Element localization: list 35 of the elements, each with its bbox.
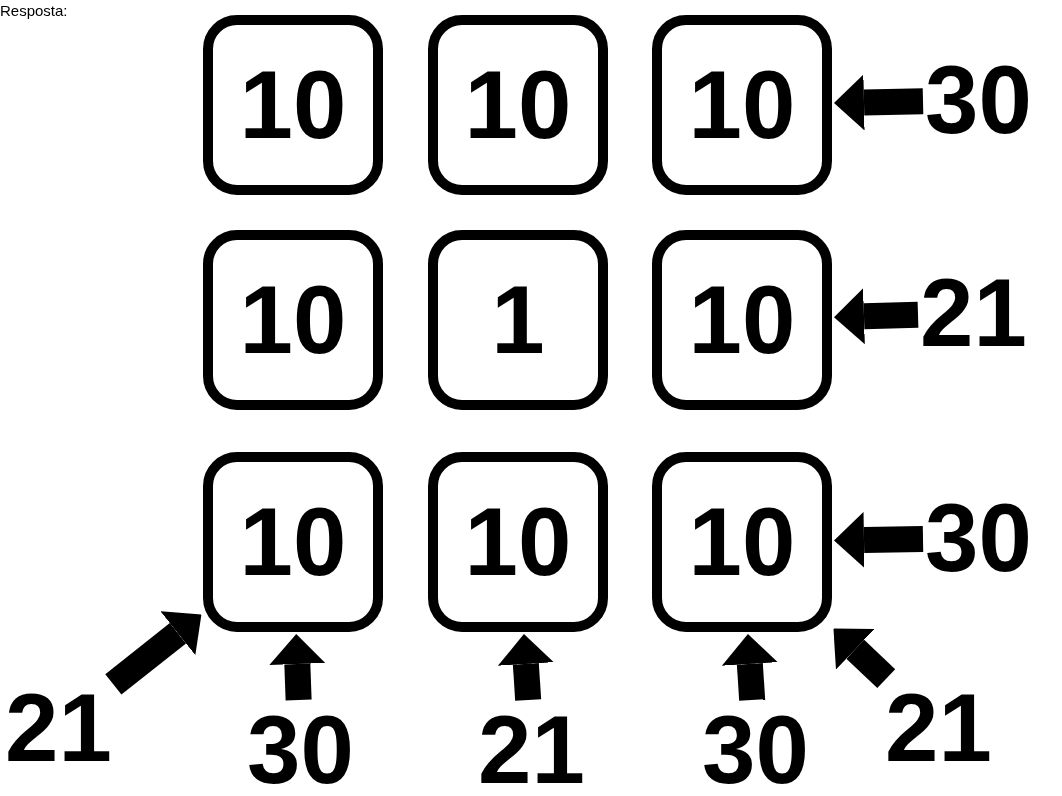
- tile-number: 10: [239, 272, 347, 368]
- number-tile: [428, 452, 608, 632]
- arrow: [497, 634, 554, 701]
- sum-number: 21: [885, 680, 992, 776]
- number-tile: [652, 452, 832, 632]
- arrow: [834, 511, 924, 568]
- sum-number: 30: [247, 702, 354, 796]
- sum-number: 30: [925, 52, 1032, 148]
- arrow: [721, 634, 778, 701]
- number-tile: [428, 15, 608, 195]
- tile-number: 10: [464, 57, 572, 153]
- arrow: [834, 74, 924, 131]
- sum-number: 30: [702, 702, 809, 796]
- tile-number: 10: [464, 494, 572, 590]
- sum-number: 21: [478, 702, 585, 796]
- tile-number: 1: [491, 272, 545, 368]
- number-tile: [203, 452, 383, 632]
- arrow: [833, 628, 896, 689]
- number-tile: [428, 230, 608, 410]
- number-tile: [203, 230, 383, 410]
- number-tile: [652, 15, 832, 195]
- number-tile: [652, 230, 832, 410]
- tile-number: 10: [239, 57, 347, 153]
- arrow: [834, 288, 919, 345]
- arrow: [269, 634, 326, 701]
- tile-number: 10: [688, 57, 796, 153]
- number-tile: [203, 15, 383, 195]
- sum-number: 30: [925, 490, 1032, 586]
- tile-number: 10: [239, 494, 347, 590]
- tile-number: 10: [688, 272, 796, 368]
- sum-number: 21: [920, 265, 1027, 361]
- answer-label: Resposta:: [0, 2, 68, 19]
- arrow: [105, 611, 202, 695]
- tile-number: 10: [688, 494, 796, 590]
- sum-number: 21: [5, 680, 112, 776]
